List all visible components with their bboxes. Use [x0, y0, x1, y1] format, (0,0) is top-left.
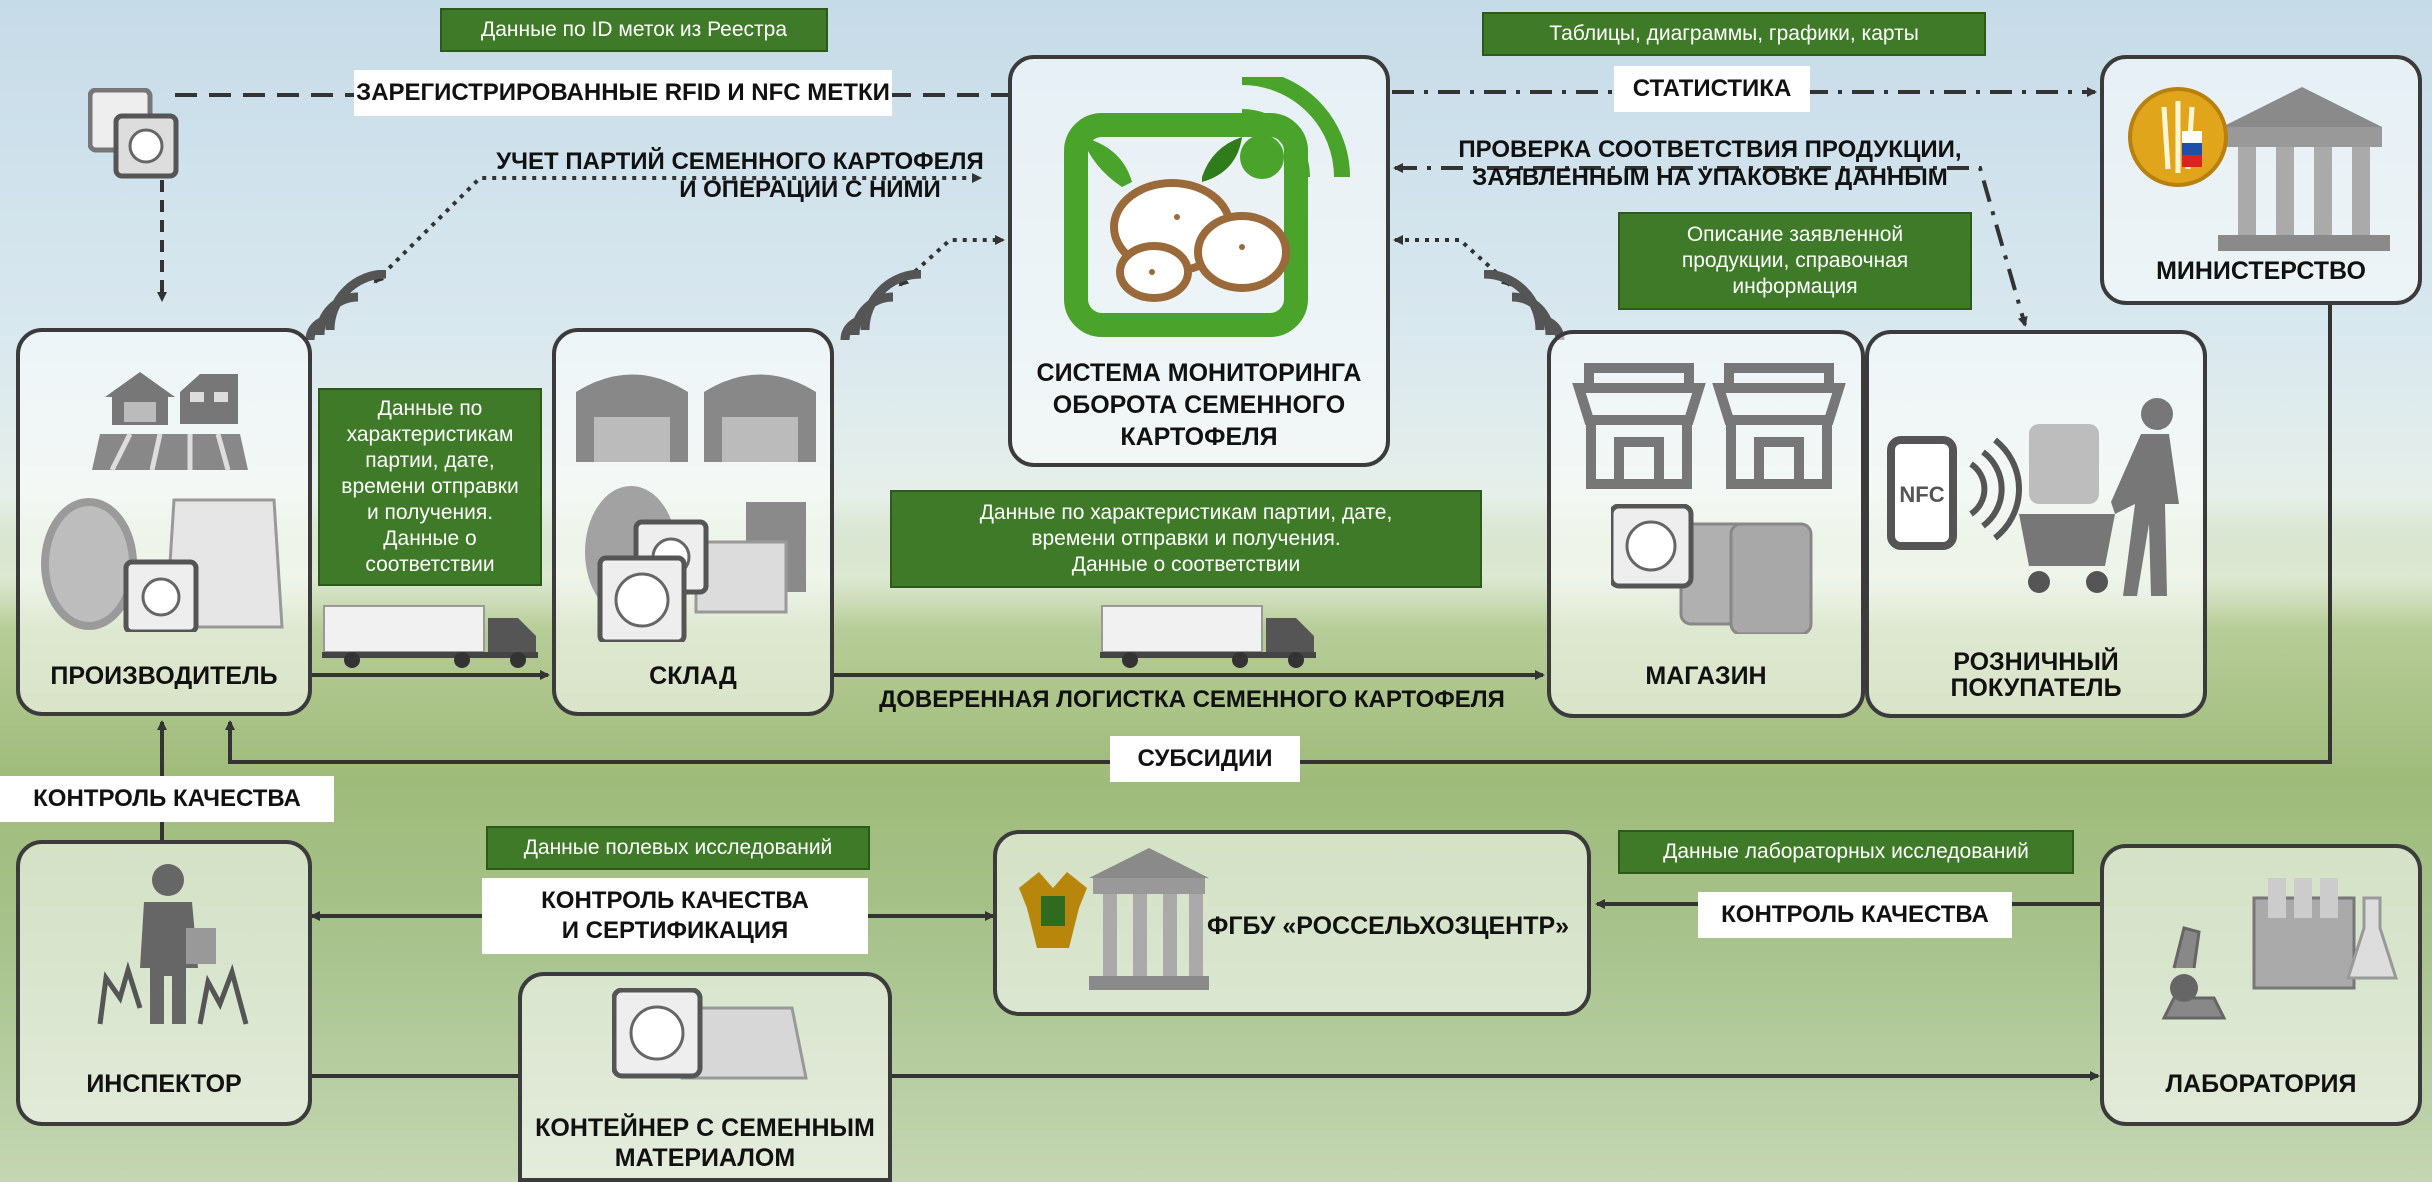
inspector-node[interactable]: ИНСПЕКТОР [16, 840, 312, 1126]
subsidies-label: СУБСИДИИ [1110, 736, 1300, 782]
connector-batch-accounting [373, 173, 982, 284]
potato-sacks-icon [1611, 504, 1813, 634]
seed-container-node[interactable]: КОНТЕЙНЕР С СЕМЕННЫМ МАТЕРИАЛОМ [518, 972, 892, 1182]
wireless-signal-icon [840, 270, 922, 341]
ministry-title: МИНИСТЕРСТВО [2156, 257, 2366, 285]
product-desc-line2: продукции, справочная [1681, 249, 1909, 272]
batch-mid-line1: Данные по характеристикам партии, дате, [979, 501, 1393, 524]
batch-accounting-line1: УЧЕТ ПАРТИЙ СЕМЕННОГО КАРТОФЕЛЯ [496, 148, 984, 175]
nfc-phone-label: NFC [1899, 482, 1944, 507]
shopping-nfc-icon: NFC [1887, 398, 2179, 596]
store-title: МАГАЗИН [1645, 662, 1767, 690]
lab-research-label: Данные лабораторных исследований [1618, 830, 2074, 874]
quality-certification-label: КОНТРОЛЬ КАЧЕСТВА И СЕРТИФИКАЦИЯ [482, 878, 868, 954]
emblem-building-icon [1019, 848, 1209, 990]
inspector-person-icon [97, 864, 249, 1025]
system-title-line3: КАРТОФЕЛЯ [1120, 423, 1278, 451]
batch-left-line7: соответствии [365, 553, 495, 576]
store-node[interactable]: МАГАЗИН [1547, 330, 1865, 718]
batch-left-line4: времени отправки [341, 475, 519, 498]
batch-mid-line3: Данные о соответствии [1071, 553, 1301, 576]
quality-control-left-label: КОНТРОЛЬ КАЧЕСТВА [0, 776, 334, 822]
trusted-logistics-label: ДОВЕРЕННАЯ ЛОГИСТКА СЕМЕННОГО КАРТОФЕЛЯ [879, 686, 1505, 713]
laboratory-node[interactable]: ЛАБОРАТОРИЯ [2100, 844, 2422, 1126]
shop-icon [1572, 363, 1846, 489]
wireless-signal-icon [305, 270, 387, 341]
warehouse-title: СКЛАД [649, 662, 737, 690]
lab-equipment-icon [2161, 878, 2399, 1020]
batch-left-line6: Данные о [383, 527, 477, 550]
field-research-label: Данные полевых исследований [486, 826, 870, 870]
container-title-line1: КОНТЕЙНЕР С СЕМЕННЫМ [535, 1114, 875, 1142]
registered-tags-label: ЗАРЕГИСТРИРОВАННЫЕ RFID И NFC МЕТКИ [354, 70, 892, 116]
potato-bags-icon [41, 498, 284, 632]
batch-left-line1: Данные по [377, 397, 483, 420]
quality-cert-line2: И СЕРТИФИКАЦИЯ [561, 917, 789, 944]
batch-data-left-label: Данные по характеристикам партии, дате, … [318, 388, 542, 586]
monitoring-system-node[interactable]: СИСТЕМА МОНИТОРИНГА ОБОРОТА СЕМЕННОГО КА… [1008, 55, 1390, 467]
batch-left-line2: характеристикам [346, 423, 514, 446]
batch-left-line3: партии, дате, [365, 449, 495, 472]
quality-control-right-label: КОНТРОЛЬ КАЧЕСТВА [1698, 892, 2012, 938]
product-desc-line1: Описание заявленной [1686, 223, 1904, 246]
warehouse-building-icon [576, 374, 816, 462]
laboratory-title: ЛАБОРАТОРИЯ [2165, 1070, 2357, 1098]
retail-buyer-node[interactable]: NFC РОЗНИЧНЫЙ ПОКУПАТЕЛЬ [1865, 330, 2207, 718]
statistics-label: СТАТИСТИКА [1614, 66, 1810, 112]
batch-data-mid-label: Данные по характеристикам партии, дате, … [890, 490, 1482, 588]
compliance-check-line1: ПРОВЕРКА СООТВЕТСТВИЯ ПРОДУКЦИИ, [1458, 136, 1962, 163]
quality-cert-line1: КОНТРОЛЬ КАЧЕСТВА [541, 887, 809, 914]
potato-monitoring-logo-icon [1064, 77, 1350, 337]
warehouse-node[interactable]: СКЛАД [552, 328, 834, 716]
connector-store-system [1393, 235, 1512, 287]
batch-accounting-line2: И ОПЕРАЦИИ С НИМИ [679, 176, 941, 203]
compliance-check-line2: ЗАЯВЛЕННЫМ НА УПАКОВКЕ ДАННЫМ [1472, 164, 1948, 191]
container-title-line2: МАТЕРИАЛОМ [614, 1144, 796, 1172]
product-description-label: Описание заявленной продукции, справочна… [1618, 212, 1972, 310]
seed-container-icon [612, 988, 808, 1080]
ministry-building-icon [2128, 87, 2390, 251]
buyer-title-line1: РОЗНИЧНЫЙ [1953, 648, 2119, 676]
batch-accounting-label: УЧЕТ ПАРТИЙ СЕМЕННОГО КАРТОФЕЛЯ И ОПЕРАЦ… [470, 148, 1010, 204]
nfc-tag-icon [87, 87, 180, 180]
forklift-pallets-icon [585, 486, 806, 642]
truck-icon [1100, 605, 1316, 668]
producer-title: ПРОИЗВОДИТЕЛЬ [50, 662, 278, 690]
ministry-node[interactable]: МИНИСТЕРСТВО [2100, 55, 2422, 305]
farm-icon [92, 372, 248, 472]
connector-compliance-check [1393, 163, 2028, 327]
rosselhozcenter-node[interactable]: ФГБУ «РОССЕЛЬХОЗЦЕНТР» [993, 830, 1591, 1016]
batch-mid-line2: времени отправки и получения. [1031, 527, 1341, 550]
batch-left-line5: и получения. [366, 501, 494, 524]
producer-node[interactable]: ПРОИЗВОДИТЕЛЬ [16, 328, 312, 716]
system-title-line1: СИСТЕМА МОНИТОРИНГА [1036, 359, 1362, 387]
tables-charts-label: Таблицы, диаграммы, графики, карты [1482, 12, 1986, 56]
registry-ids-label: Данные по ID меток из Реестра [440, 8, 828, 52]
truck-icon [322, 605, 538, 668]
product-desc-line3: информация [1732, 275, 1858, 298]
compliance-check-label: ПРОВЕРКА СООТВЕТСТВИЯ ПРОДУКЦИИ, ЗАЯВЛЕН… [1440, 136, 1980, 192]
inspector-title: ИНСПЕКТОР [86, 1070, 242, 1098]
buyer-title-line2: ПОКУПАТЕЛЬ [1950, 674, 2122, 702]
system-title-line2: ОБОРОТА СЕМЕННОГО [1052, 391, 1346, 419]
rosselhoz-title: ФГБУ «РОССЕЛЬХОЗЦЕНТР» [1207, 912, 1570, 940]
